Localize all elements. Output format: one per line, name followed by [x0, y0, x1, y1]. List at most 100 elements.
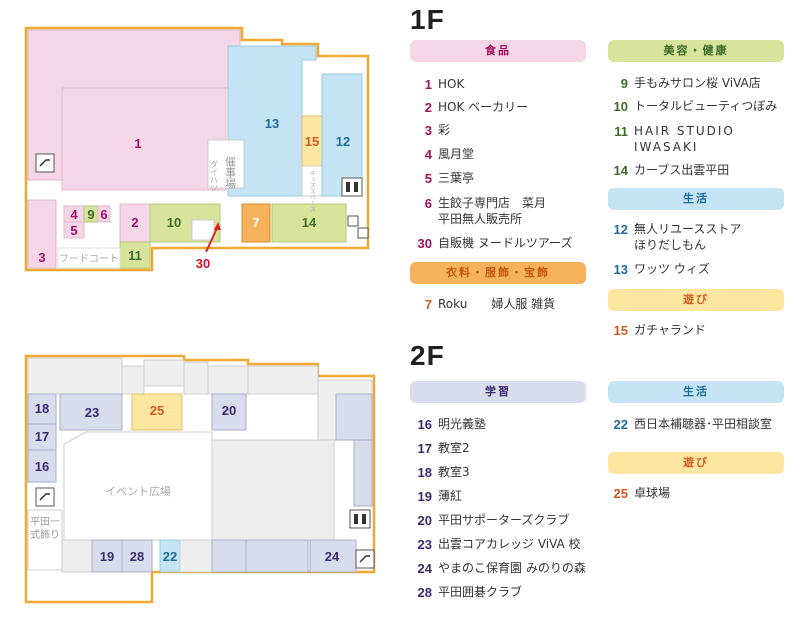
map-shop-5[interactable]: 5 — [70, 223, 77, 238]
shop-number: 1 — [424, 77, 432, 92]
map-shop-9[interactable]: 9 — [87, 207, 94, 222]
map-shop-2[interactable]: 2 — [131, 215, 138, 230]
shop-1[interactable]: 1 HOK — [410, 77, 465, 93]
map-shop-24[interactable]: 24 — [325, 549, 340, 564]
map-labels: 1 13 15 12 3 4 9 6 5 2 10 11 7 14 30 フード… — [35, 116, 350, 564]
map-shop-10[interactable]: 10 — [167, 215, 181, 230]
shop-number: 19 — [417, 489, 432, 504]
shop-23[interactable]: 23 出雲コアカレッジ ViVA 校 — [410, 537, 581, 553]
map-shop-1[interactable]: 1 — [134, 136, 141, 151]
map-shop-19[interactable]: 19 — [100, 549, 114, 564]
pointer-arrow — [205, 225, 219, 253]
shop-name: 西日本補聴器･平田相談室 — [634, 417, 773, 431]
kids-space-label: キッズスペース — [309, 170, 316, 212]
shop-number: 6 — [424, 196, 432, 211]
restroom-icon — [349, 509, 371, 529]
foodcourt-label: フードコート — [59, 254, 119, 265]
category-life-1f[interactable]: 生活 — [608, 188, 784, 210]
shop-name: 卓球場 — [634, 486, 671, 500]
shop-name: 平田サポーターズクラブ — [438, 513, 570, 527]
map-shop-28[interactable]: 28 — [130, 549, 144, 564]
shop-name: カーブス出雲平田 — [634, 163, 730, 177]
escalator-icon — [355, 549, 375, 569]
shop-name: ガチャランド — [634, 323, 706, 337]
category-study-2f[interactable]: 学習 — [410, 381, 586, 403]
category-play-1f[interactable]: 遊び — [608, 289, 784, 311]
escalator-icon — [35, 487, 55, 507]
shop-name: トータルビューティつぼみ — [634, 99, 778, 113]
map-shop-23[interactable]: 23 — [85, 405, 99, 420]
map-shop-7[interactable]: 7 — [252, 215, 259, 230]
map-shop-30[interactable]: 30 — [196, 256, 210, 271]
shop-number: 23 — [417, 537, 432, 552]
elevator-icon — [357, 227, 369, 239]
category-food-1f[interactable]: 食品 — [410, 40, 586, 62]
map-shop-4[interactable]: 4 — [70, 207, 78, 222]
shop-name: HOK — [438, 77, 465, 91]
category-fashion-1f[interactable]: 衣料・服飾・宝飾 — [410, 262, 586, 284]
shop-name: やまのこ保育園 みのりの森 — [438, 561, 586, 575]
restroom-icon — [341, 177, 363, 197]
map-shop-17[interactable]: 17 — [35, 429, 49, 444]
shop-number: 12 — [613, 222, 628, 237]
event-area-label: 催事場 — [224, 155, 237, 190]
map-shop-12[interactable]: 12 — [336, 134, 350, 149]
shop-name: 薄紅 — [438, 489, 463, 503]
map-shop-3[interactable]: 3 — [38, 250, 45, 265]
map-shop-14[interactable]: 14 — [302, 215, 317, 230]
shop-name: 明光義塾 — [438, 417, 487, 431]
map-shop-20[interactable]: 20 — [222, 403, 236, 418]
map-shop-11[interactable]: 11 — [128, 248, 142, 263]
shop-name: 出雲コアカレッジ ViVA 校 — [438, 537, 581, 551]
event-plaza-label: イベント広場 — [105, 485, 171, 498]
shop-19[interactable]: 19 薄紅 — [410, 489, 462, 505]
map-shop-15[interactable]: 15 — [305, 134, 319, 149]
map-shop-6[interactable]: 6 — [100, 207, 107, 222]
shop-number: 16 — [417, 417, 432, 432]
shop-number: 15 — [613, 323, 628, 338]
map-shop-13[interactable]: 13 — [265, 116, 279, 131]
shop-9[interactable]: 9 手もみサロン桜 ViVA店 — [606, 76, 761, 92]
category-play-2f[interactable]: 遊び — [608, 452, 784, 474]
map-shop-18[interactable]: 18 — [35, 401, 49, 416]
shop-number: 3 — [424, 123, 432, 138]
shop-16[interactable]: 16 明光義塾 — [410, 417, 486, 433]
shop-name: ワッツ ウィズ — [634, 262, 710, 276]
map-shop-25[interactable]: 25 — [150, 403, 164, 418]
shop-name: 手もみサロン桜 ViVA店 — [634, 76, 761, 90]
map-shop-22[interactable]: 22 — [163, 549, 177, 564]
shop-number: 9 — [620, 76, 628, 91]
shop-name: 平田囲碁クラブ — [438, 585, 523, 599]
map-shop-16[interactable]: 16 — [35, 459, 49, 474]
shop-name: 教室3 — [438, 465, 470, 479]
shop-15[interactable]: 15 ガチャランド — [606, 323, 706, 339]
daihatsu-label: ダイハツ — [210, 159, 219, 192]
shop-number: 5 — [424, 171, 432, 186]
shop-name: 教室2 — [438, 441, 470, 455]
category-life-2f[interactable]: 生活 — [608, 381, 784, 403]
category-beauty-1f[interactable]: 美容・健康 — [608, 40, 784, 62]
shop-number: 11 — [614, 124, 628, 139]
hirata-display-label: 平田一式飾り — [30, 517, 60, 541]
shop-name: 自販機 ヌードルツアーズ — [438, 236, 573, 250]
shop-number: 2 — [424, 100, 432, 115]
